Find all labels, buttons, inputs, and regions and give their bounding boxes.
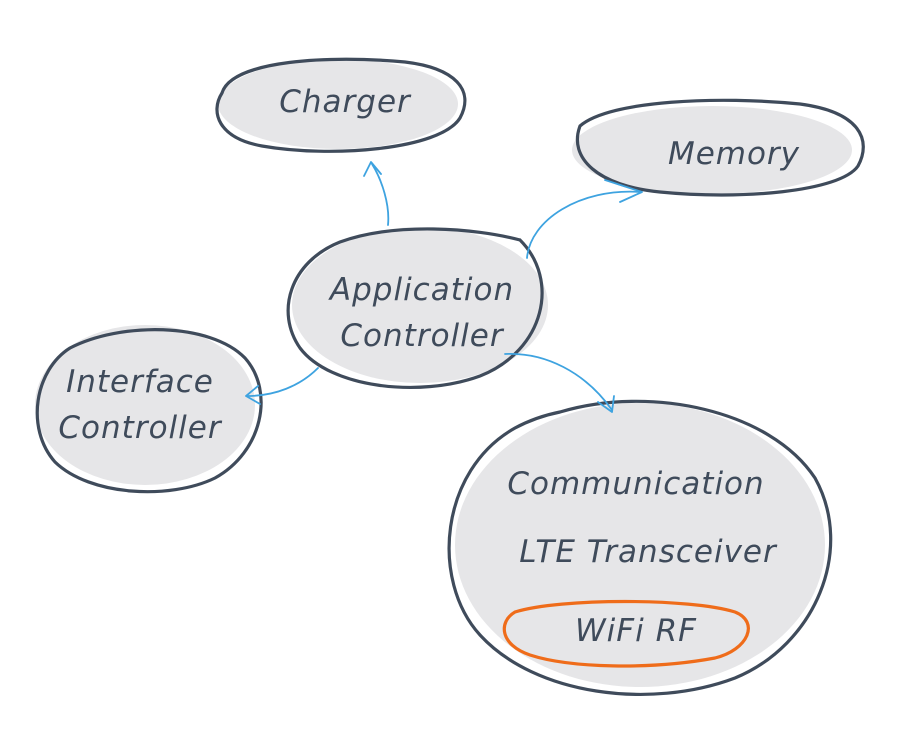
charger-label: Charger — [279, 84, 412, 120]
lte-transceiver-label: LTE Transceiver — [519, 534, 778, 570]
arrow-app-to-memory — [526, 179, 643, 259]
charger-node[interactable]: Charger — [215, 57, 467, 153]
interface-controller-node[interactable]: Interface Controller — [35, 325, 263, 494]
arrow-app-to-charger — [363, 161, 390, 226]
arrow-app-to-interface — [245, 367, 319, 405]
application-controller-node[interactable]: Application Controller — [286, 227, 548, 390]
wifi-rf-highlight[interactable]: WiFi RF — [502, 599, 750, 668]
arrow-app-to-communication — [504, 353, 615, 413]
interface-controller-label-line2: Controller — [58, 410, 222, 446]
interface-controller-label-line1: Interface — [66, 364, 214, 400]
communication-node[interactable]: Communication LTE Transceiver WiFi RF — [447, 399, 833, 697]
wifi-rf-label: WiFi RF — [575, 613, 697, 649]
application-controller-label-line1: Application — [328, 272, 514, 308]
communication-title: Communication — [507, 466, 764, 502]
memory-label: Memory — [668, 136, 800, 172]
application-controller-label-line2: Controller — [340, 318, 504, 354]
memory-node[interactable]: Memory — [572, 98, 865, 197]
